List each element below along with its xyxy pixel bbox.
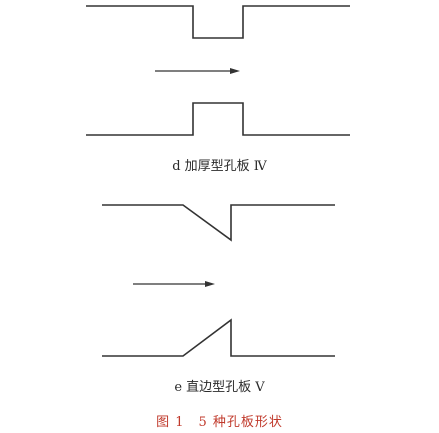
upper-wall-and-plate-d: [86, 5, 350, 39]
caption-thick-orifice-plate: d 加厚型孔板 Ⅳ: [172, 159, 267, 174]
straight-edge-orifice-plate-diagram: [102, 204, 335, 357]
upper-wall-and-plate-e: [102, 204, 335, 242]
figure-caption: 图 1 5 种孔板形状: [156, 415, 283, 430]
flow-arrow-head-e: [205, 281, 215, 287]
caption-straight-edge-orifice-plate: e 直边型孔板 V: [174, 380, 265, 395]
thick-orifice-plate-diagram: [86, 5, 350, 136]
flow-arrow-head-d: [230, 68, 240, 74]
lower-wall-and-plate-d: [86, 102, 350, 136]
lower-wall-and-plate-e: [102, 318, 335, 357]
